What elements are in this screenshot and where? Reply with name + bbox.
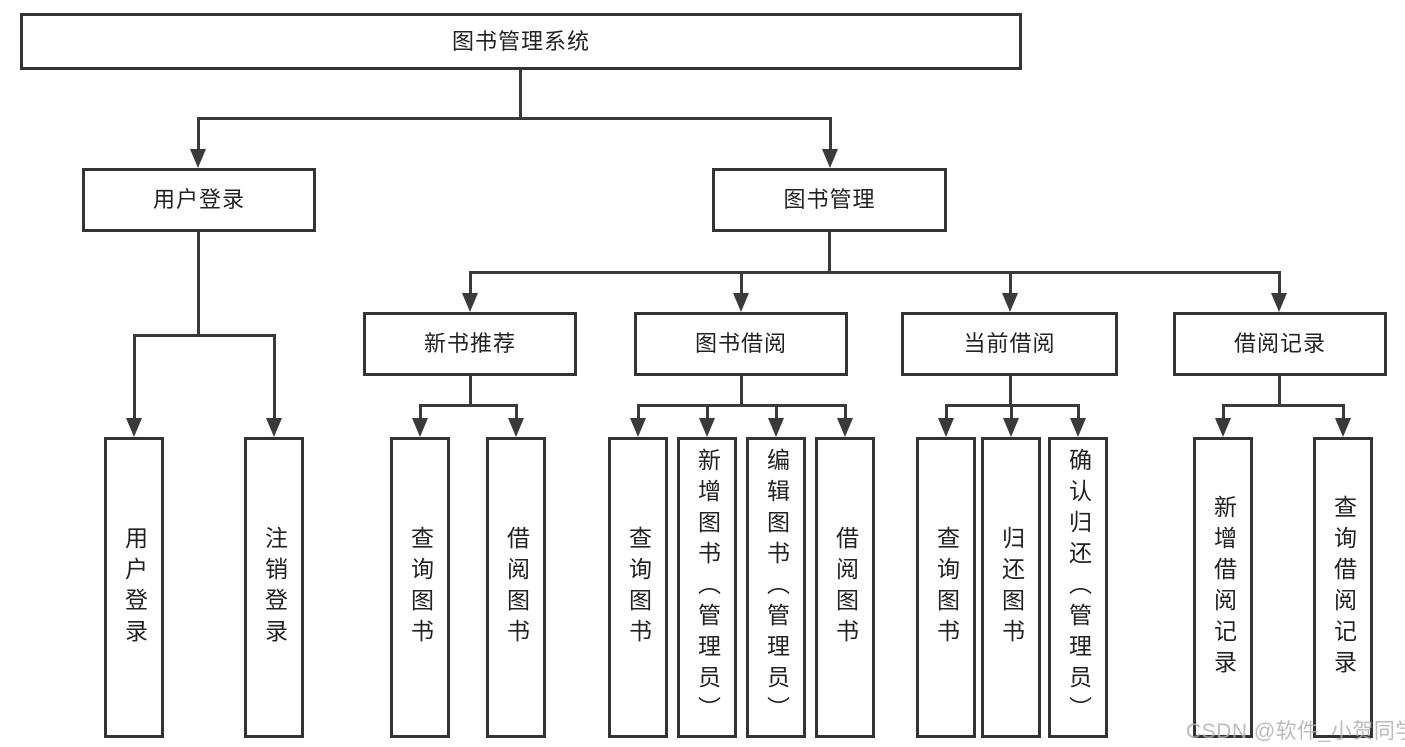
connector-line	[469, 271, 472, 294]
node-new-book-recommend: 新书推荐	[363, 312, 577, 376]
watermark: CSDN @软件_小贺同学	[1186, 720, 1405, 743]
node-system-root: 图书管理系统	[20, 13, 1022, 70]
leaf-label: 借阅图书	[832, 525, 859, 650]
connector-line	[706, 404, 709, 419]
node-label: 图书管理系统	[451, 28, 590, 54]
connector-line	[519, 70, 522, 118]
node-label: 新书推荐	[423, 331, 516, 356]
leaf-confirm-return-admin: 确认归还（管理员）	[1048, 437, 1108, 738]
leaf-label: 确认归还（管理员）	[1065, 448, 1092, 727]
connector-line	[637, 404, 640, 419]
connector-line	[197, 117, 832, 120]
leaf-user-login: 用户登录	[104, 437, 164, 738]
node-user-login: 用户登录	[82, 168, 316, 232]
connector-line	[637, 404, 847, 407]
arrow-down-icon	[1003, 418, 1019, 437]
arrow-down-icon	[1215, 418, 1231, 437]
connector-line	[1278, 271, 1281, 294]
connector-line	[469, 376, 472, 405]
connector-line	[828, 232, 831, 273]
leaf-query-borrow-record: 查询借阅记录	[1313, 437, 1373, 738]
node-label: 图书借阅	[694, 331, 787, 356]
leaf-label: 查询图书	[625, 525, 652, 650]
node-label: 当前借阅	[963, 331, 1056, 356]
arrow-down-icon	[190, 149, 206, 168]
connector-line	[1077, 404, 1080, 419]
connector-line	[740, 271, 743, 294]
arrow-down-icon	[412, 418, 428, 437]
leaf-borrow-book: 借阅图书	[815, 437, 875, 738]
node-book-management: 图书管理	[712, 168, 947, 232]
connector-line	[419, 404, 518, 407]
node-book-borrowing: 图书借阅	[634, 312, 848, 376]
connector-line	[1222, 404, 1345, 407]
node-label: 图书管理	[783, 187, 876, 212]
connector-line	[829, 117, 832, 150]
leaf-label: 借阅图书	[503, 525, 530, 650]
leaf-borrow-book: 借阅图书	[486, 437, 546, 738]
node-borrow-records: 借阅记录	[1173, 312, 1387, 376]
connector-line	[197, 117, 200, 150]
leaf-label: 查询图书	[407, 525, 434, 650]
arrow-down-icon	[630, 418, 646, 437]
arrow-down-icon	[266, 418, 282, 437]
leaf-query-book: 查询图书	[390, 437, 450, 738]
leaf-add-borrow-record: 新增借阅记录	[1193, 437, 1253, 738]
leaf-label: 归还图书	[998, 525, 1025, 650]
connector-line	[515, 404, 518, 419]
arrow-down-icon	[699, 418, 715, 437]
arrow-down-icon	[837, 418, 853, 437]
connector-line	[1010, 404, 1013, 419]
connector-line	[1342, 404, 1345, 419]
arrow-down-icon	[462, 293, 478, 312]
arrow-down-icon	[1335, 418, 1351, 437]
node-label: 借阅记录	[1233, 331, 1326, 356]
connector-line	[1222, 404, 1225, 419]
leaf-query-book: 查询图书	[916, 437, 976, 738]
connector-line	[133, 334, 136, 418]
connector-line	[945, 404, 948, 419]
connector-line	[469, 271, 1281, 274]
connector-line	[1278, 376, 1281, 405]
leaf-query-book: 查询图书	[608, 437, 668, 738]
leaf-label: 编辑图书（管理员）	[763, 448, 790, 727]
arrow-down-icon	[126, 418, 142, 437]
leaf-label: 查询图书	[933, 525, 960, 650]
connector-line	[844, 404, 847, 419]
connector-line	[1009, 376, 1012, 405]
arrow-down-icon	[733, 293, 749, 312]
leaf-label: 用户登录	[121, 525, 148, 650]
leaf-label: 新增图书（管理员）	[694, 448, 721, 727]
connector-line	[133, 334, 276, 337]
arrow-down-icon	[1070, 418, 1086, 437]
arrow-down-icon	[822, 149, 838, 168]
connector-line	[740, 376, 743, 405]
leaf-edit-book-admin: 编辑图书（管理员）	[746, 437, 806, 738]
node-current-borrowing: 当前借阅	[901, 312, 1118, 376]
leaf-label: 查询借阅记录	[1330, 494, 1357, 681]
connector-line	[1009, 271, 1012, 294]
node-label: 用户登录	[152, 187, 245, 212]
connector-line	[273, 334, 276, 418]
connector-line	[775, 404, 778, 419]
arrow-down-icon	[1271, 293, 1287, 312]
leaf-label: 新增借阅记录	[1210, 494, 1237, 681]
arrow-down-icon	[768, 418, 784, 437]
leaf-label: 注销登录	[261, 525, 288, 650]
leaf-logout: 注销登录	[244, 437, 304, 738]
connector-line	[197, 232, 200, 335]
arrow-down-icon	[508, 418, 524, 437]
leaf-add-book-admin: 新增图书（管理员）	[677, 437, 737, 738]
arrow-down-icon	[938, 418, 954, 437]
arrow-down-icon	[1002, 293, 1018, 312]
leaf-return-book: 归还图书	[981, 437, 1041, 738]
connector-line	[419, 404, 422, 419]
